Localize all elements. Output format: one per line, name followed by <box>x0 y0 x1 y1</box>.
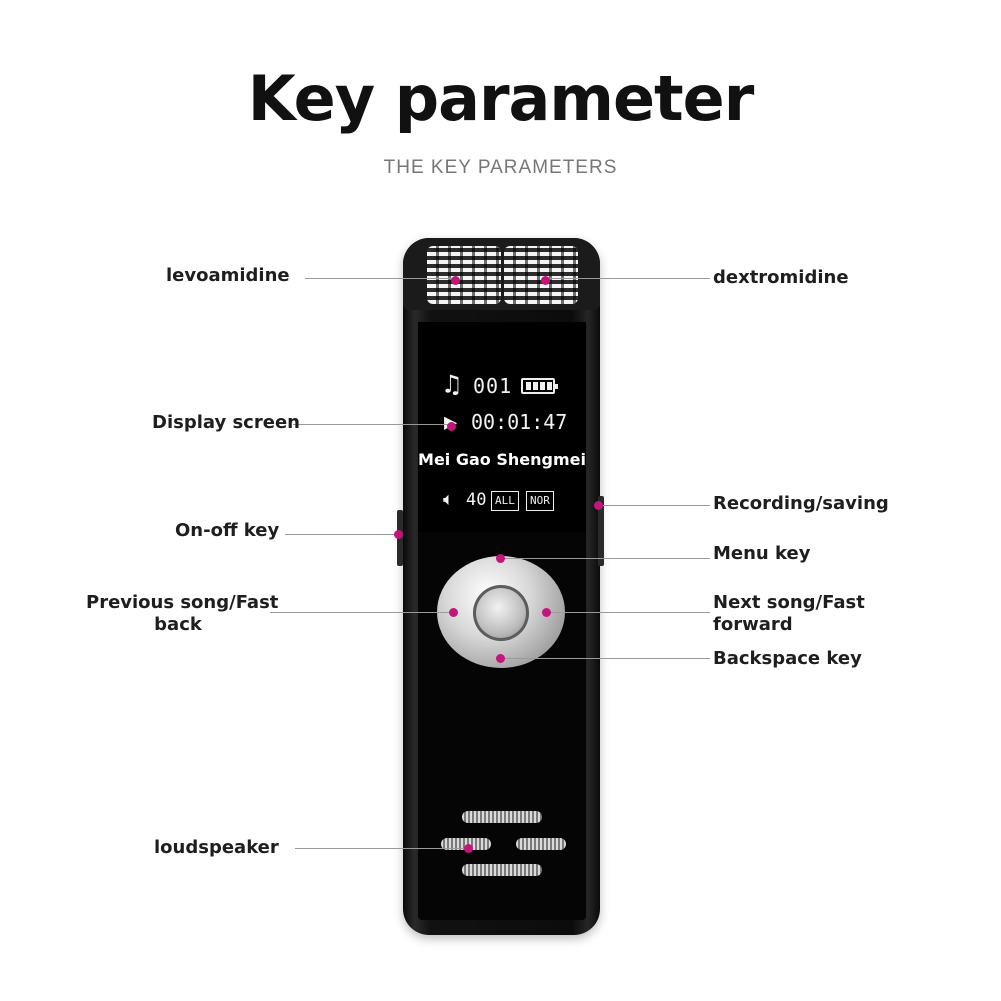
music-note-icon: ♫ <box>444 370 460 400</box>
on-off-marker <box>394 530 403 539</box>
next-song-label-line1: Next song/Fast <box>713 592 865 613</box>
previous-song-label-line2: back <box>154 614 202 635</box>
dextromidine-label: dextromidine <box>713 267 849 288</box>
page-title: Key parameter <box>247 62 755 135</box>
recording-marker <box>594 501 603 510</box>
display-screen-marker <box>447 422 456 431</box>
volume-icon: 🔈︎ <box>443 489 454 510</box>
backspace-leader <box>500 658 710 659</box>
next-song-marker <box>542 608 551 617</box>
menu-key-marker <box>496 554 505 563</box>
right-microphone-grill <box>504 246 578 304</box>
previous-song-label: Previous song/Fast back <box>86 592 279 636</box>
speaker-slot <box>462 811 542 823</box>
center-button[interactable] <box>473 585 529 641</box>
levoamidine-marker <box>451 276 460 285</box>
display-screen-leader <box>293 424 451 425</box>
microphone-cap <box>403 238 600 310</box>
backspace-marker <box>496 654 505 663</box>
page-subtitle: THE KEY PARAMETERS <box>383 157 618 178</box>
mode-nor-badge: NOR <box>526 491 554 511</box>
previous-song-label-line1: Previous song/Fast <box>86 592 279 613</box>
recording-side-key <box>598 496 604 566</box>
next-song-leader <box>546 612 710 613</box>
track-code: 001 <box>473 374 513 398</box>
menu-key-leader <box>500 558 710 559</box>
elapsed-time: 00:01:47 <box>471 410 568 434</box>
left-microphone-grill <box>427 246 501 304</box>
previous-song-leader <box>270 612 453 613</box>
volume-level: 40 <box>466 490 487 510</box>
recording-leader <box>598 505 710 506</box>
on-off-key-label: On-off key <box>175 520 280 541</box>
backspace-key-label: Backspace key <box>713 648 862 669</box>
loudspeaker-label: loudspeaker <box>154 837 279 858</box>
levoamidine-label: levoamidine <box>166 265 290 286</box>
menu-key-label: Menu key <box>713 543 811 564</box>
dextromidine-leader <box>545 278 710 279</box>
loudspeaker-leader <box>295 848 468 849</box>
recording-saving-label: Recording/saving <box>713 493 889 514</box>
speaker-slot <box>462 864 542 876</box>
levoamidine-leader <box>305 278 455 279</box>
display-screen-label: Display screen <box>152 412 300 433</box>
display-screen <box>418 322 586 532</box>
loudspeaker-marker <box>464 844 473 853</box>
next-song-label: Next song/Fast forward <box>713 592 865 636</box>
next-song-label-line2: forward <box>713 614 793 635</box>
mode-all-badge: ALL <box>491 491 519 511</box>
speaker-slot <box>516 838 566 850</box>
dextromidine-marker <box>541 276 550 285</box>
battery-icon <box>521 378 558 394</box>
song-title: Mei Gao Shengmei <box>418 450 586 469</box>
on-off-leader <box>285 534 398 535</box>
previous-song-marker <box>449 608 458 617</box>
